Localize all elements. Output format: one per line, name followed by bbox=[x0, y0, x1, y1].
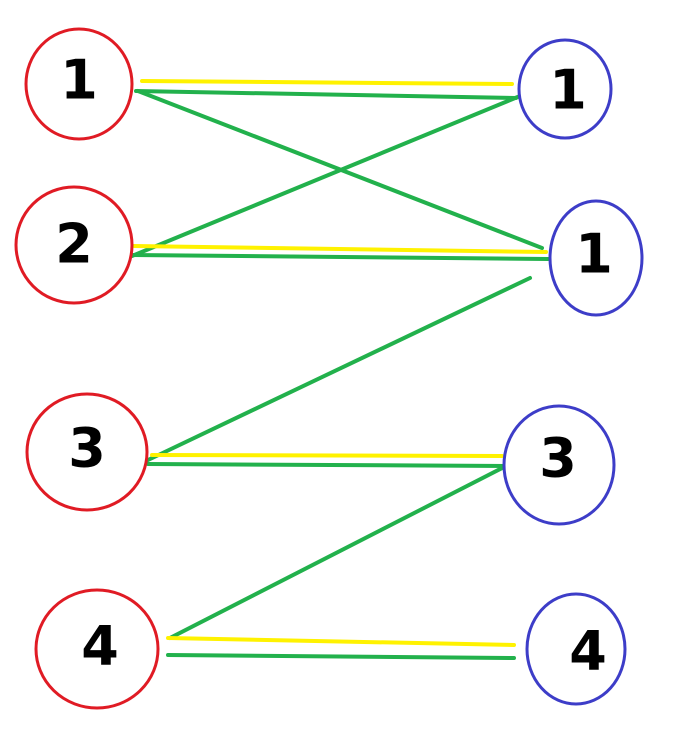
right-node-2-label: 1 bbox=[575, 223, 613, 286]
edge-l3-r2-green bbox=[146, 276, 532, 462]
left-node-3-label: 3 bbox=[68, 417, 106, 480]
right-node-3: 3 bbox=[502, 404, 616, 526]
edge-l2-r1-green bbox=[130, 94, 522, 258]
right-node-1-label: 1 bbox=[549, 59, 587, 122]
right-node-2: 1 bbox=[548, 199, 644, 317]
left-node-4: 4 bbox=[34, 588, 160, 710]
edge-l4-r4-green bbox=[166, 653, 516, 660]
edge-l3-r3-yellow bbox=[150, 453, 504, 458]
right-node-1: 1 bbox=[517, 38, 613, 140]
right-node-4-label: 4 bbox=[569, 620, 607, 683]
edge-l4-r4-yellow bbox=[166, 636, 516, 647]
right-node-4: 4 bbox=[525, 592, 627, 706]
left-node-4-label: 4 bbox=[81, 615, 119, 678]
left-node-1-label: 1 bbox=[60, 49, 98, 112]
edge-l1-r1-yellow bbox=[140, 79, 514, 86]
left-node-2: 2 bbox=[14, 185, 134, 305]
left-node-3: 3 bbox=[25, 392, 149, 512]
edge-l3-r3-green bbox=[146, 462, 510, 468]
edge-l4-r3-green bbox=[168, 462, 512, 640]
edge-l2-r2-green bbox=[130, 253, 550, 261]
edge-l1-r1-green bbox=[134, 89, 518, 100]
left-node-2-label: 2 bbox=[55, 213, 93, 276]
edge-l2-r2-yellow bbox=[132, 244, 548, 254]
edges-layer bbox=[130, 79, 550, 660]
left-node-1: 1 bbox=[24, 27, 134, 141]
nodes-layer: 1 2 3 4 1 1 3 4 bbox=[14, 27, 644, 710]
right-node-3-label: 3 bbox=[539, 427, 577, 490]
